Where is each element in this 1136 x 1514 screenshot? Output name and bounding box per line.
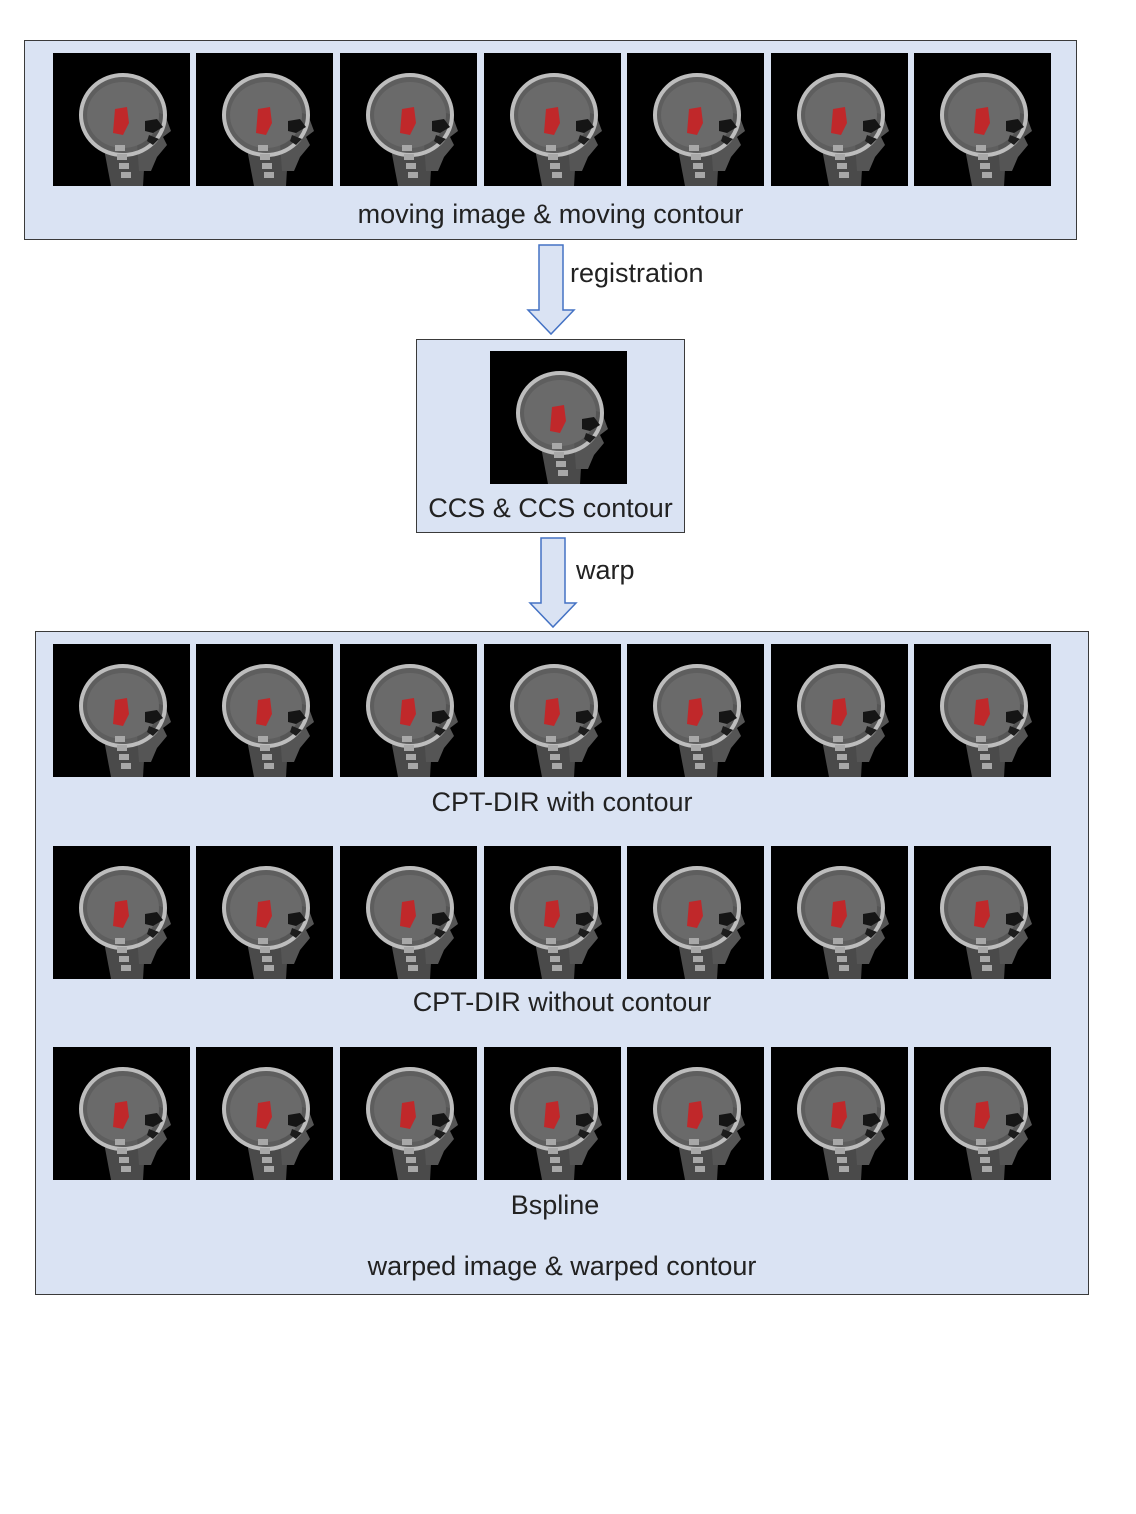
cpt-without-thumb-3: [340, 846, 477, 979]
cpt-without-label: CPT-DIR without contour: [412, 987, 712, 1017]
cpt-without-thumb-1: [53, 846, 190, 979]
cpt-with-thumb-4: [484, 644, 621, 777]
warped-footer-label: warped image & warped contour: [367, 1251, 757, 1281]
cpt-with-thumb-1: [53, 644, 190, 777]
ccs-label: CCS & CCS contour: [428, 493, 673, 523]
moving-panel: moving image & moving contour: [24, 40, 1077, 240]
registration-label: registration: [570, 258, 704, 288]
moving-thumb-1: [53, 53, 190, 186]
moving-thumb-4: [484, 53, 621, 186]
cpt-with-label: CPT-DIR with contour: [431, 787, 693, 817]
warped-row-cpt-with: [36, 644, 1088, 784]
warped-row-cpt-without: [36, 846, 1088, 986]
cpt-with-thumb-3: [340, 644, 477, 777]
cpt-with-thumb-7: [914, 644, 1051, 777]
warped-panel: CPT-DIR with contour CPT-DIR without con…: [35, 631, 1089, 1295]
warp-arrow: [528, 537, 578, 629]
warped-row-bspline: [36, 1047, 1088, 1187]
ccs-thumb: [490, 351, 627, 484]
cpt-without-thumb-6: [771, 846, 908, 979]
cpt-without-thumb-2: [196, 846, 333, 979]
moving-thumb-6: [771, 53, 908, 186]
ccs-panel: CCS & CCS contour: [416, 339, 685, 533]
moving-thumb-5: [627, 53, 764, 186]
bspline-thumb-7: [914, 1047, 1051, 1180]
bspline-thumb-4: [484, 1047, 621, 1180]
cpt-with-thumb-6: [771, 644, 908, 777]
moving-label: moving image & moving contour: [357, 199, 744, 229]
cpt-with-thumb-2: [196, 644, 333, 777]
moving-thumb-3: [340, 53, 477, 186]
moving-row: [25, 53, 1076, 193]
bspline-thumb-1: [53, 1047, 190, 1180]
cpt-without-thumb-7: [914, 846, 1051, 979]
bspline-label: Bspline: [510, 1190, 600, 1220]
cpt-with-thumb-5: [627, 644, 764, 777]
moving-thumb-7: [914, 53, 1051, 186]
cpt-without-thumb-5: [627, 846, 764, 979]
bspline-thumb-5: [627, 1047, 764, 1180]
registration-arrow: [526, 244, 576, 336]
bspline-thumb-3: [340, 1047, 477, 1180]
warp-label: warp: [576, 555, 635, 585]
cpt-without-thumb-4: [484, 846, 621, 979]
bspline-thumb-2: [196, 1047, 333, 1180]
bspline-thumb-6: [771, 1047, 908, 1180]
moving-thumb-2: [196, 53, 333, 186]
